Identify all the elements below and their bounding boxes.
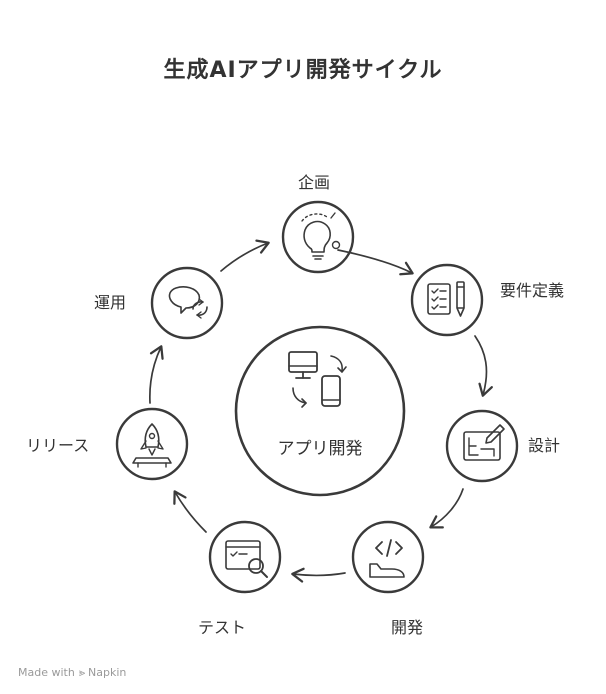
node-kikaku <box>281 200 355 274</box>
node-test <box>208 520 282 594</box>
diagram-title: 生成AIアプリ開発サイクル <box>163 58 443 83</box>
devices-sync-icon <box>288 351 347 408</box>
step-label-unyou: 運用 <box>94 293 127 312</box>
arrow-sekkei-to-kaihatsu <box>429 488 464 529</box>
node-youken <box>410 263 484 337</box>
footer-credit: Made with⪢Napkin <box>18 666 126 680</box>
arrow-unyou-to-kikaku <box>220 239 270 272</box>
step-label-sekkei: 設計 <box>528 436 561 455</box>
rocket-icon <box>132 423 172 468</box>
node-unyou <box>150 266 224 340</box>
napkin-logo-icon: ⪢ <box>78 666 86 679</box>
node-kaihatsu <box>351 520 425 594</box>
code-icon <box>369 539 405 578</box>
node-release <box>115 407 189 481</box>
arrow-youken-to-sekkei <box>474 335 493 397</box>
lightbulb-icon <box>301 212 341 260</box>
step-label-kikaku: 企画 <box>298 173 331 192</box>
center-node <box>234 325 406 497</box>
step-label-test: テスト <box>198 618 247 637</box>
step-label-youken: 要件定義 <box>500 281 565 300</box>
arrow-kikaku-to-youken <box>337 249 414 276</box>
footer-brand: Napkin <box>88 666 127 679</box>
step-label-release: リリース <box>26 436 90 455</box>
step-label-kaihatsu: 開発 <box>391 618 424 637</box>
cycle-arrows <box>149 239 493 583</box>
arrow-release-to-unyou <box>149 345 164 404</box>
blueprint-icon <box>463 424 505 461</box>
checklist-pencil-icon <box>427 281 465 317</box>
footer-prefix: Made with <box>18 666 75 679</box>
node-sekkei <box>445 409 519 483</box>
center-label: アプリ開発 <box>277 439 363 459</box>
arrow-test-to-release <box>173 490 207 533</box>
arrow-kaihatsu-to-test <box>291 567 346 583</box>
chat-refresh-icon <box>168 286 208 319</box>
search-window-icon <box>225 540 268 578</box>
